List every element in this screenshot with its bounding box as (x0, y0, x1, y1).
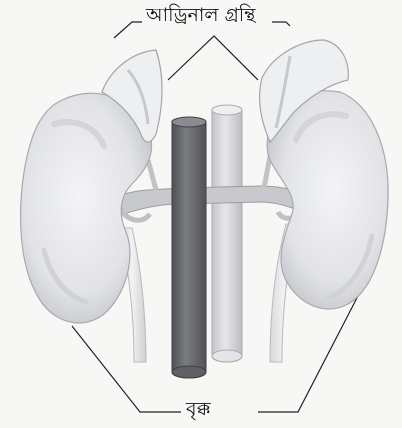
kidney-label: বৃক্ক (181, 400, 216, 419)
vena-cava (172, 118, 206, 379)
adrenal-gland-label: আড্রিনাল গ্রন্থি (142, 6, 259, 25)
aorta (212, 106, 242, 363)
